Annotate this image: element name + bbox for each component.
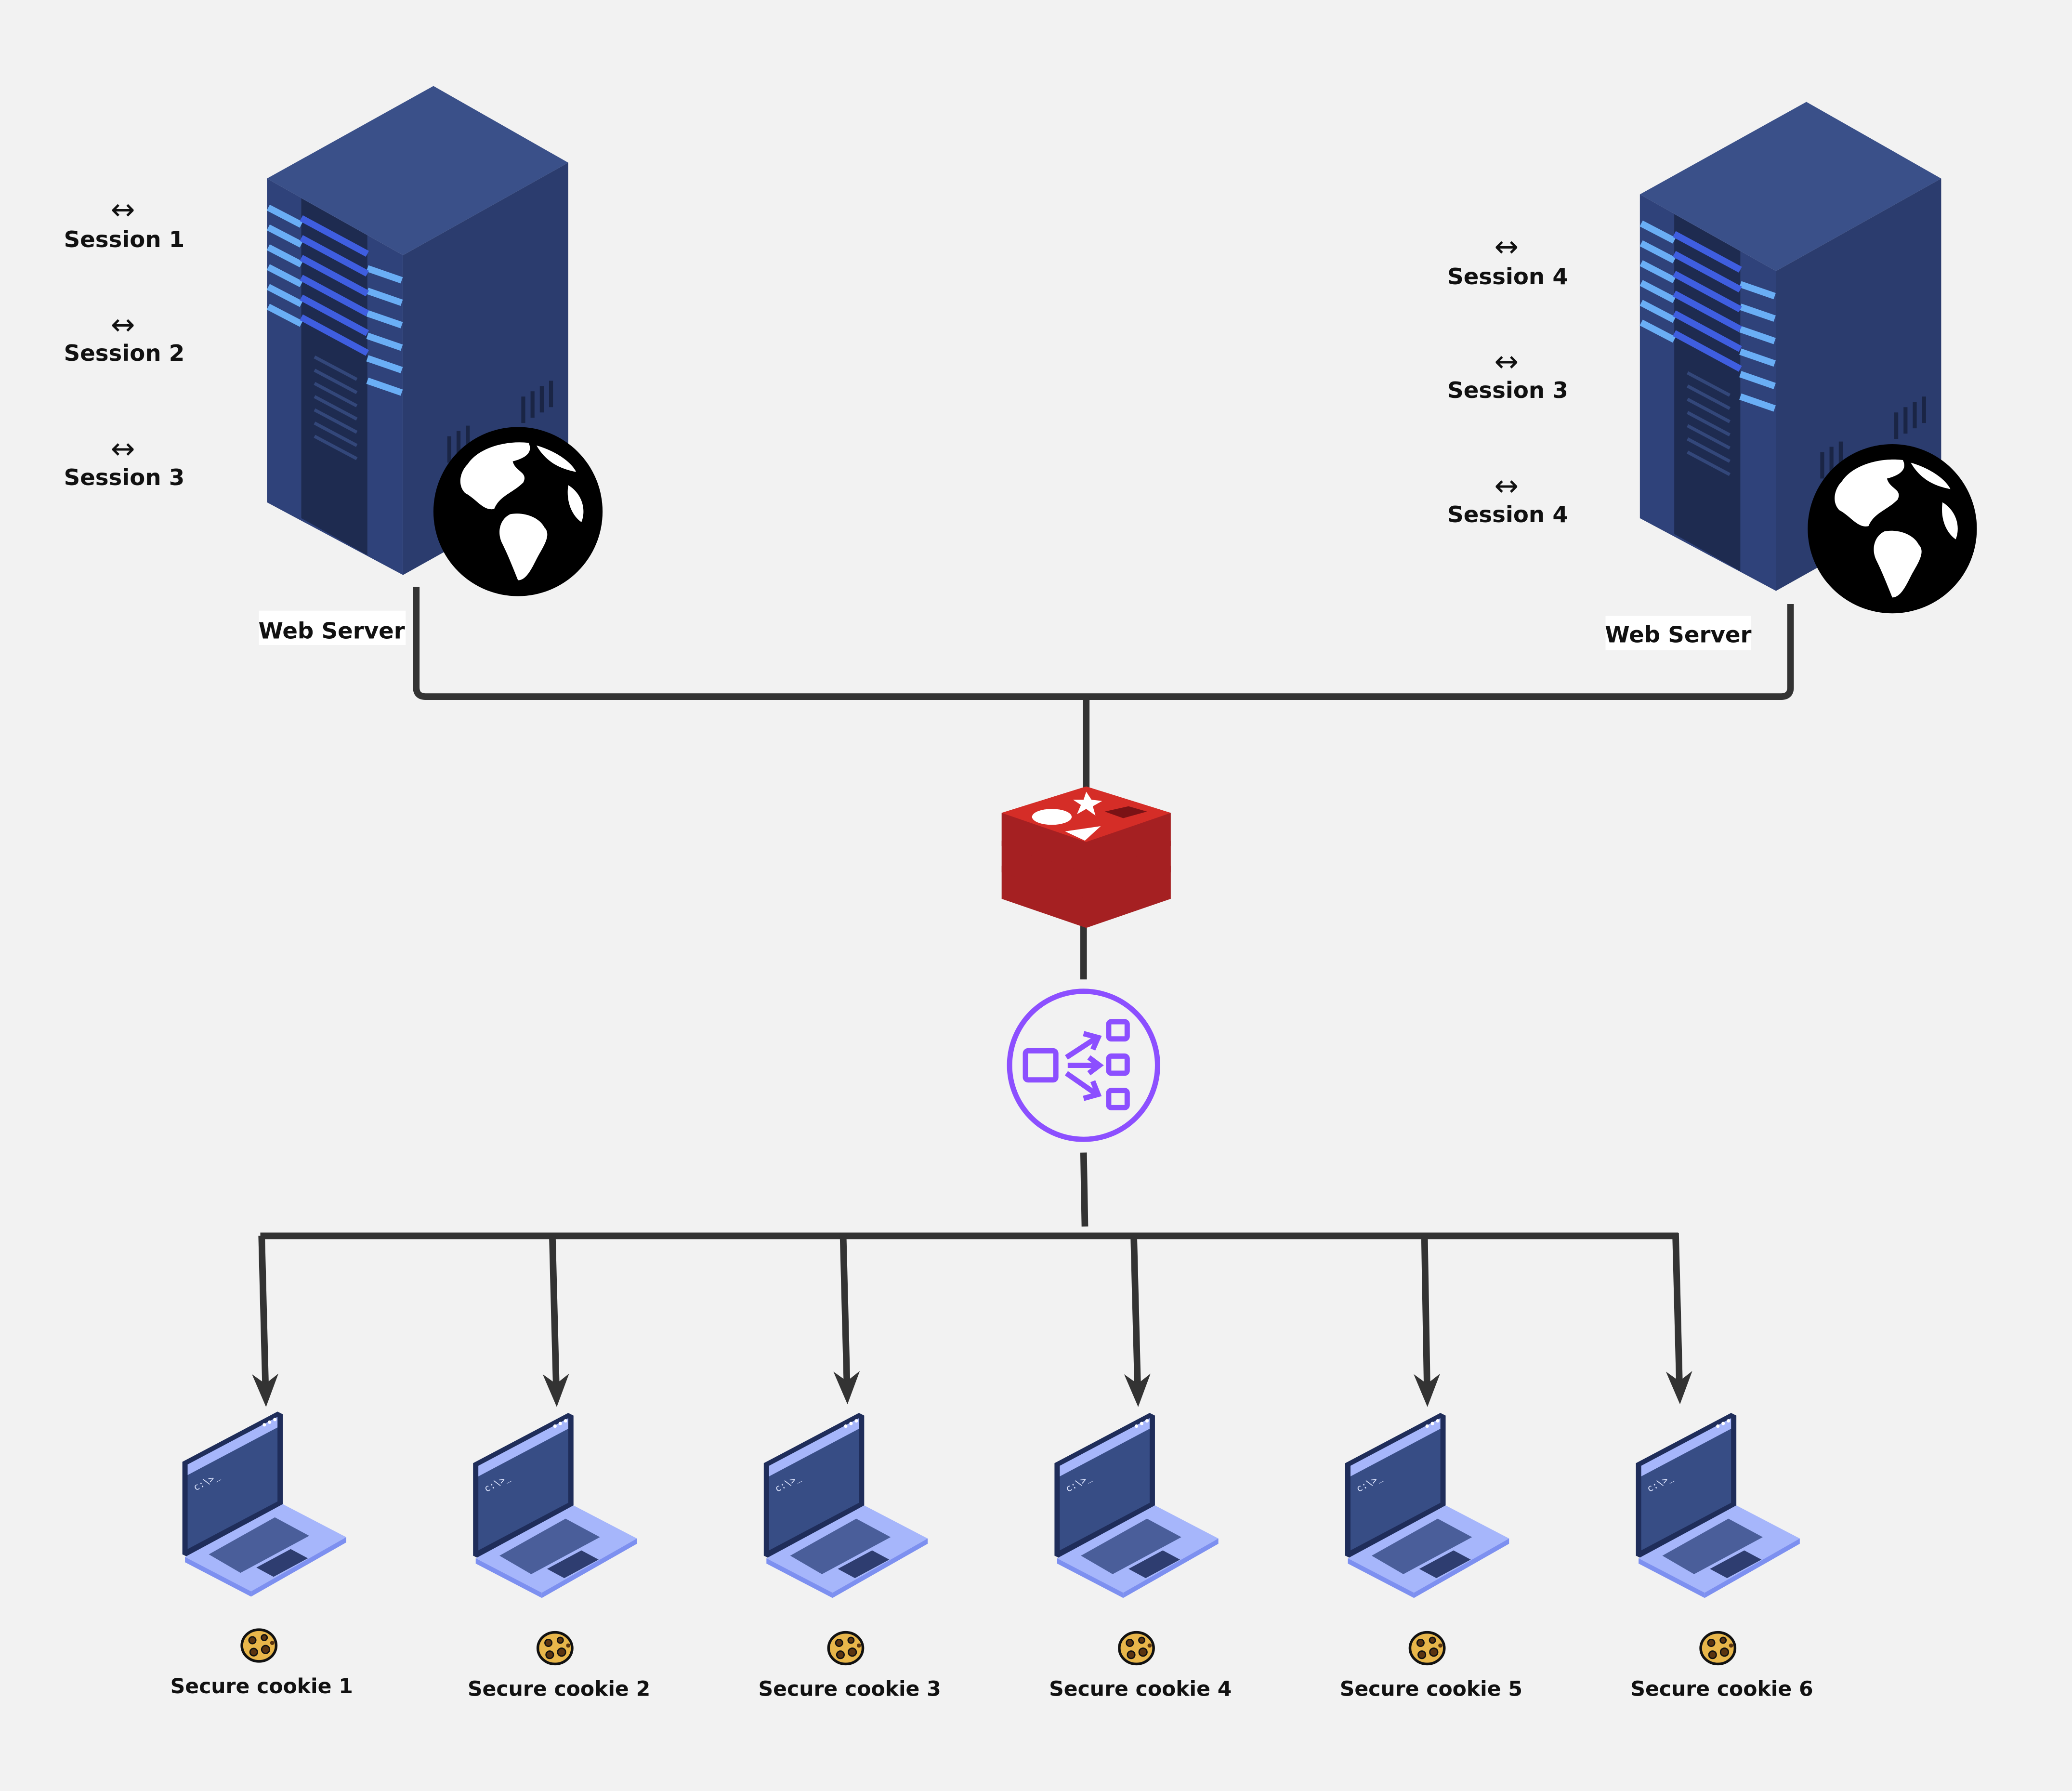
cookie-label: Secure cookie 3 [759, 1677, 941, 1701]
globe-icon [1808, 444, 1977, 614]
session-label: Session 1 [64, 226, 185, 252]
web-server-label-bg [1605, 616, 1751, 651]
arrow-to-client-1 [252, 1236, 279, 1407]
client-4: Secure cookie 4 [1049, 1413, 1232, 1701]
cookie-label: Secure cookie 6 [1630, 1677, 1813, 1701]
laptop-icon [1054, 1413, 1219, 1598]
bidirectional-arrow-icon: ↔ [1494, 469, 1519, 503]
session-list: ↔ Session 1 ↔ Session 2 ↔ Session 3 [64, 193, 185, 490]
client-5: Secure cookie 5 [1340, 1413, 1522, 1701]
session-label: Session 4 [1447, 263, 1568, 290]
cookie-label: Secure cookie 2 [468, 1677, 650, 1701]
arrow-to-client-4 [1124, 1236, 1151, 1407]
arrow-to-client-6 [1665, 1233, 1692, 1405]
web-server-1: Web Server ↔ Session 1 ↔ Session 2 ↔ Ses… [64, 86, 603, 645]
laptop-icon [763, 1413, 928, 1598]
bidirectional-arrow-icon: ↔ [111, 432, 135, 466]
bidirectional-arrow-icon: ↔ [1494, 345, 1519, 379]
cookie-icon [242, 1630, 276, 1661]
cookie-label: Secure cookie 5 [1340, 1677, 1522, 1701]
bidirectional-arrow-icon: ↔ [111, 308, 135, 342]
cookie-icon [1119, 1633, 1154, 1664]
laptop-icon [182, 1411, 346, 1597]
arrow-to-client-3 [833, 1233, 860, 1405]
bidirectional-arrow-icon: ↔ [1494, 230, 1519, 263]
laptop-icon [1345, 1413, 1509, 1598]
redis-icon [1001, 786, 1171, 928]
web-server-label: Web Server [1605, 622, 1751, 648]
arrow-to-client-2 [542, 1236, 569, 1407]
cookie-label: Secure cookie 1 [170, 1675, 353, 1699]
load-balancer-icon [1007, 988, 1160, 1142]
session-label: Session 3 [1447, 377, 1568, 403]
balancer-to-clients-line [1080, 1152, 1088, 1227]
server-to-cache-connector [413, 587, 1794, 700]
cookie-icon [1701, 1633, 1735, 1664]
arrow-to-client-5 [1414, 1236, 1440, 1407]
cookie-label: Secure cookie 4 [1049, 1677, 1232, 1701]
cookie-icon [538, 1633, 572, 1664]
client-6: Secure cookie 6 [1630, 1413, 1813, 1701]
cookie-icon [828, 1633, 863, 1664]
session-label: Session 2 [64, 340, 185, 366]
laptop-icon [1636, 1413, 1800, 1598]
client-arrows [252, 1233, 1692, 1407]
cookie-icon [1410, 1633, 1444, 1664]
client-3: Secure cookie 3 [759, 1413, 941, 1701]
bidirectional-arrow-icon: ↔ [111, 193, 135, 227]
session-label: Session 3 [64, 464, 185, 490]
web-server-label: Web Server [259, 618, 405, 644]
web-server-label-bg [259, 610, 406, 645]
client-2: Secure cookie 2 [468, 1413, 650, 1701]
laptop-icon [473, 1413, 637, 1598]
session-label: Session 4 [1447, 501, 1568, 527]
web-server-2: Web Server ↔ Session 4 ↔ Session 3 ↔ Ses… [1447, 102, 1977, 651]
session-list: ↔ Session 4 ↔ Session 3 ↔ Session 4 [1447, 230, 1568, 527]
client-1: Secure cookie 1 [170, 1411, 353, 1699]
globe-icon [433, 427, 603, 596]
